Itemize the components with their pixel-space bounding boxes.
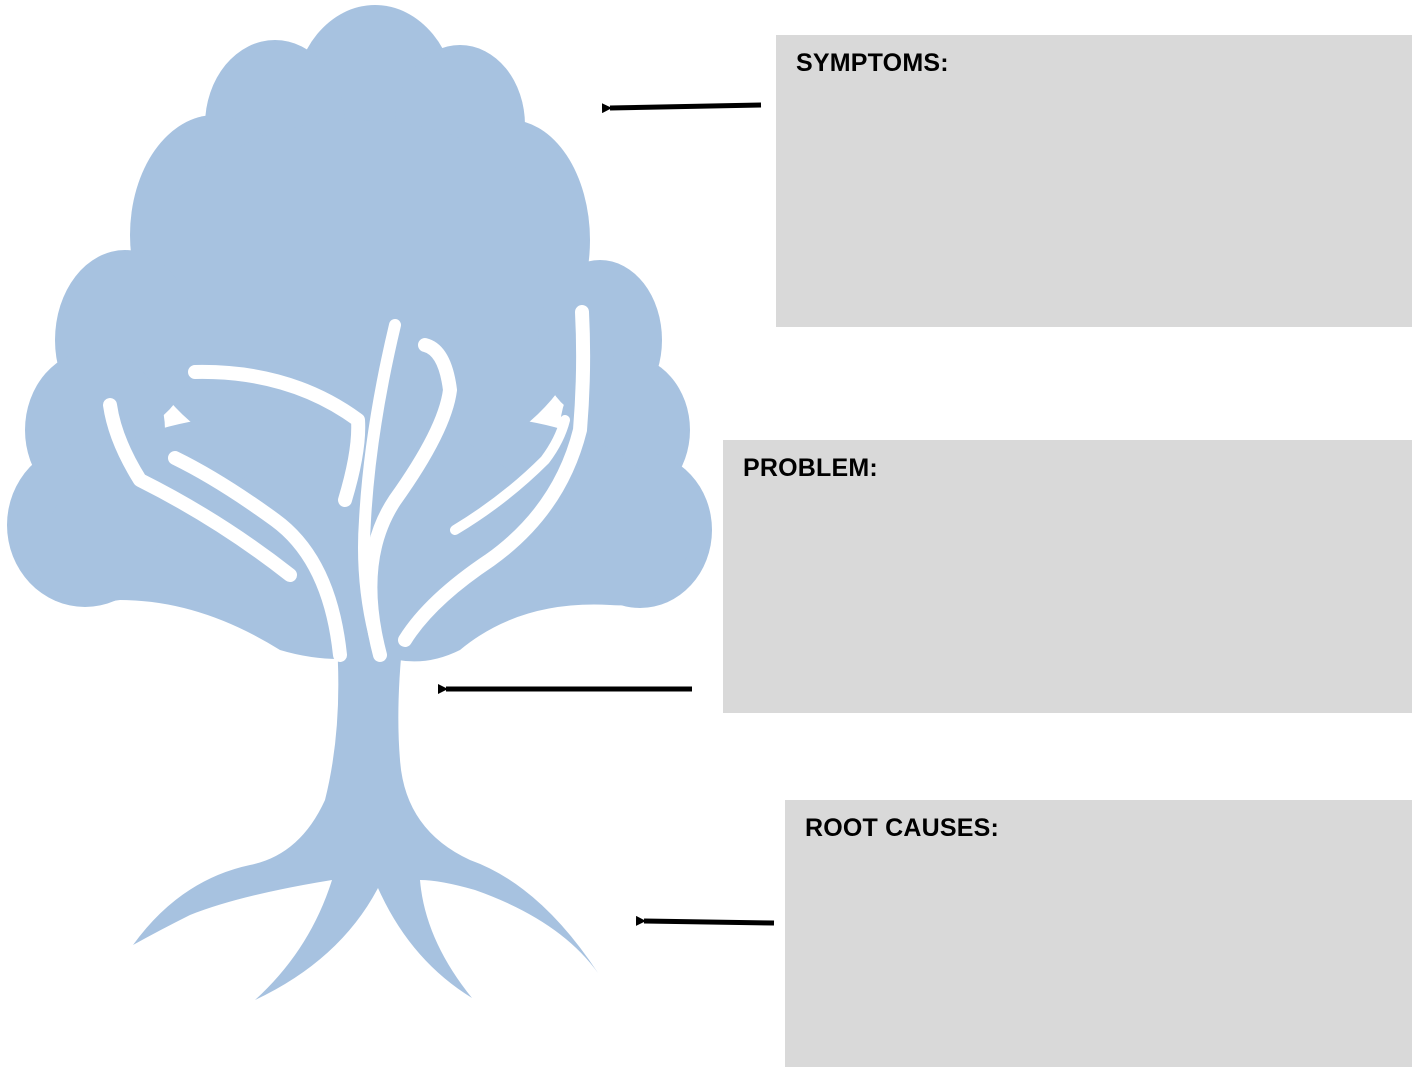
tree-branches xyxy=(103,305,591,662)
problem-label: PROBLEM: xyxy=(743,454,878,482)
tree-trunk xyxy=(133,620,598,1000)
tree-illustration xyxy=(7,5,712,1000)
symptoms-label: SYMPTOMS: xyxy=(796,49,949,77)
problem-box[interactable]: PROBLEM: xyxy=(723,440,1412,713)
arrow-left-icon xyxy=(635,915,775,926)
arrows xyxy=(438,102,775,926)
root-causes-box[interactable]: ROOT CAUSES: xyxy=(785,800,1412,1067)
arrow-left-icon xyxy=(601,102,762,114)
symptoms-box[interactable]: SYMPTOMS: xyxy=(776,35,1412,327)
root-causes-label: ROOT CAUSES: xyxy=(805,814,1000,842)
